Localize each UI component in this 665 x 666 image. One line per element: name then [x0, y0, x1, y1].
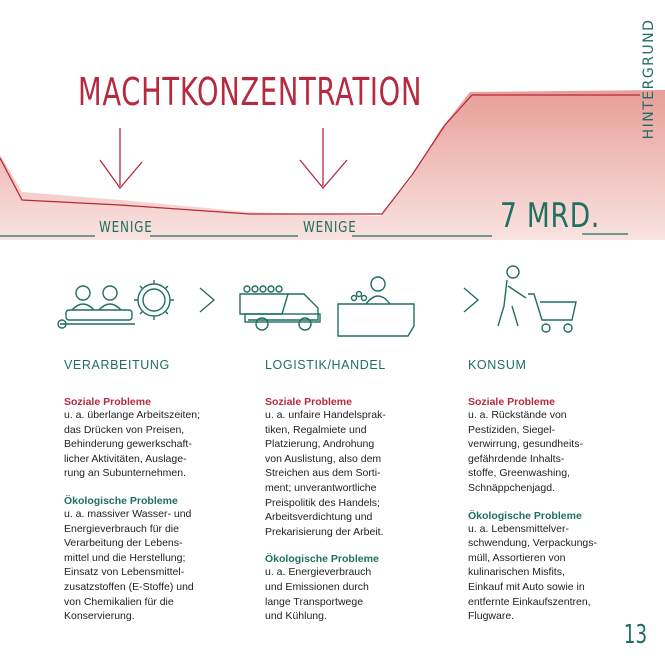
social-text: u. a. überlange Arbeitszeiten; das Drück… [64, 409, 201, 480]
social-text: u. a. Rückstände von Pestiziden, Siegel-… [468, 409, 583, 494]
social-heading: Soziale Probleme [265, 396, 352, 408]
eco-text: u. a. massiver Wasser- und Energieverbra… [64, 507, 194, 623]
eco-heading: Ökologische Probleme [64, 494, 178, 507]
distribution-area [0, 90, 665, 240]
label-wenige-left: WENIGE [99, 218, 153, 236]
chevron-right-icon [463, 287, 480, 313]
arrow-down-icon [99, 128, 143, 190]
column-konsum-body: Soziale Probleme u. a. Rückstände von Pe… [468, 396, 628, 624]
eco-heading: Ökologische Probleme [265, 553, 379, 566]
social-text: u. a. unfaire Handelsprak- tiken, Regalm… [265, 409, 386, 538]
page-number: 13 [623, 620, 647, 650]
column-logistik: LOGISTIK/HANDEL [265, 358, 425, 372]
eco-heading: Ökologische Probleme [468, 509, 582, 522]
column-title: VERARBEITUNG [64, 358, 170, 372]
page-heading: MACHTKONZENTRATION [78, 70, 423, 114]
arrow-down-icon [299, 128, 348, 190]
social-heading: Soziale Probleme [468, 396, 555, 408]
side-label-text: HINTERGRUND [641, 18, 657, 140]
label-7-mrd: 7 MRD. [500, 196, 601, 236]
section-side-label: HINTERGRUND [635, 14, 663, 144]
label-wenige-mid: WENIGE [303, 218, 357, 236]
concentration-diagram [0, 90, 665, 240]
shopper-cart-icon [497, 265, 577, 333]
chevron-right-icon [199, 287, 216, 313]
icons-row [57, 265, 577, 337]
truck-icon [239, 285, 321, 331]
column-title: LOGISTIK/HANDEL [265, 358, 386, 372]
column-konsum: KONSUM [468, 358, 628, 372]
column-logistik-body: Soziale Probleme u. a. unfaire Handelspr… [265, 396, 425, 624]
shop-counter-icon [337, 276, 415, 337]
distribution-outline [0, 94, 640, 215]
eco-text: u. a. Lebensmittelver- schwendung, Verpa… [468, 522, 597, 623]
column-verarbeitung: VERARBEITUNG [64, 358, 224, 372]
column-verarbeitung-body: Soziale Probleme u. a. überlange Arbeits… [64, 396, 224, 624]
eco-text: u. a. Energieverbrauch und Emissionen du… [265, 566, 372, 623]
social-heading: Soziale Probleme [64, 396, 151, 408]
column-title: KONSUM [468, 358, 527, 372]
factory-workers-icon [57, 280, 174, 329]
